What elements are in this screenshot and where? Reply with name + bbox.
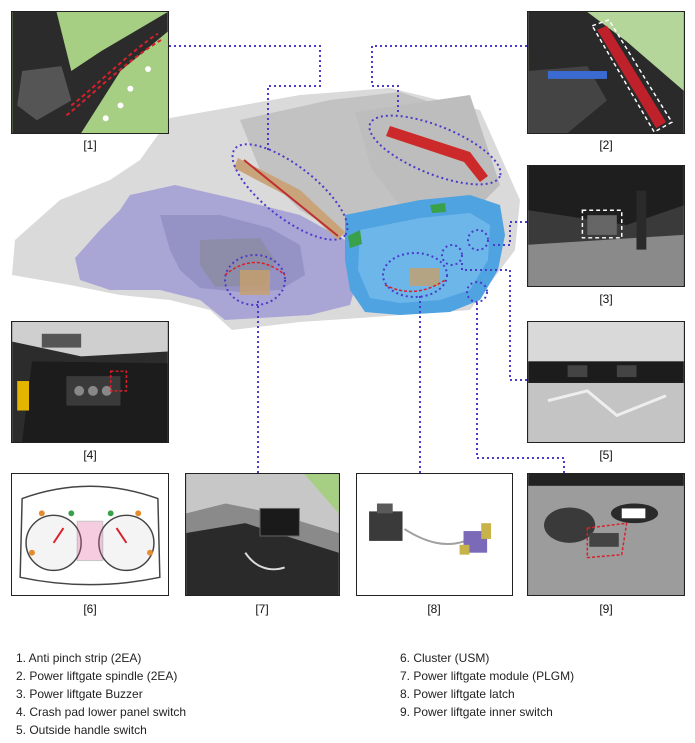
photo-plgm (185, 473, 340, 596)
photo-crash-pad-switch (11, 321, 169, 443)
legend-item-2: 2. Power liftgate spindle (2EA) (16, 669, 178, 683)
legend-right: 6. Cluster (USM) 7. Power liftgate modul… (400, 649, 574, 721)
photo-9-image (528, 474, 684, 595)
legend-item-3: 3. Power liftgate Buzzer (16, 687, 143, 701)
legend-item-4: 4. Crash pad lower panel switch (16, 705, 187, 719)
legend-left: 1. Anti pinch strip (2EA) 2. Power liftg… (16, 649, 186, 739)
photo-6-image (12, 474, 168, 595)
photo-2-image (528, 12, 684, 133)
photo-8-label: [8] (427, 602, 441, 616)
photo-inner-switch (527, 473, 685, 596)
photo-liftgate-latch (356, 473, 513, 596)
photo-3-image (528, 166, 684, 286)
photo-7-image (186, 474, 339, 595)
legend-item-9: 9. Power liftgate inner switch (400, 705, 553, 719)
legend-item-8: 8. Power liftgate latch (400, 687, 515, 701)
photo-cluster (11, 473, 169, 596)
photo-liftgate-spindle (527, 11, 685, 134)
photo-2-label: [2] (599, 138, 613, 152)
photo-7-label: [7] (255, 602, 269, 616)
photo-1-image (12, 12, 168, 133)
legend-item-5: 5. Outside handle switch (16, 723, 147, 737)
photo-anti-pinch-strip (11, 11, 169, 134)
photo-liftgate-buzzer (527, 165, 685, 287)
photo-6-label: [6] (83, 602, 97, 616)
photo-8-image (357, 474, 512, 595)
photo-1-label: [1] (83, 138, 97, 152)
legend-item-6: 6. Cluster (USM) (400, 651, 490, 665)
photo-9-label: [9] (599, 602, 613, 616)
legend-item-1: 1. Anti pinch strip (2EA) (16, 651, 142, 665)
photo-5-image (528, 322, 684, 442)
photo-outside-handle-switch (527, 321, 685, 443)
photo-4-image (12, 322, 168, 442)
photo-5-label: [5] (599, 448, 613, 462)
photo-4-label: [4] (83, 448, 97, 462)
photo-3-label: [3] (599, 292, 613, 306)
legend-item-7: 7. Power liftgate module (PLGM) (400, 669, 575, 683)
